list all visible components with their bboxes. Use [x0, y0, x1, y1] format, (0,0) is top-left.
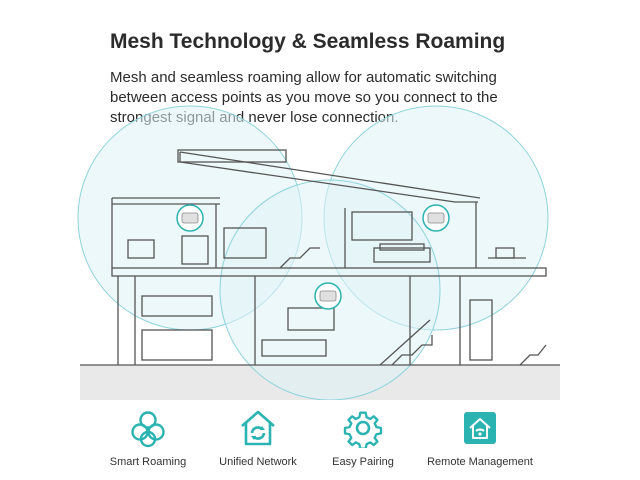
page-title: Mesh Technology & Seamless Roaming	[110, 30, 506, 53]
feature-easy-pairing: Easy Pairing	[298, 408, 428, 468]
remote-management-icon	[464, 412, 496, 444]
access-point-center	[314, 282, 342, 310]
feature-unified-network: Unified Network	[193, 408, 323, 468]
feature-remote-management: Remote Management	[415, 408, 545, 468]
feature-smart-roaming: Smart Roaming	[83, 408, 213, 468]
feature-label: Easy Pairing	[332, 456, 394, 468]
access-point-left	[176, 204, 204, 232]
easy-pairing-icon	[343, 411, 383, 448]
feature-label: Smart Roaming	[109, 456, 187, 468]
feature-row: Smart Roaming Unified Network Easy Pairi…	[0, 400, 640, 480]
access-point-right	[422, 204, 450, 232]
house-outline	[80, 149, 560, 366]
unified-network-icon	[241, 410, 275, 446]
feature-label: Remote Management	[427, 456, 533, 468]
smart-roaming-icon	[131, 411, 165, 448]
house-illustration	[77, 105, 560, 400]
feature-label: Unified Network	[219, 456, 297, 468]
